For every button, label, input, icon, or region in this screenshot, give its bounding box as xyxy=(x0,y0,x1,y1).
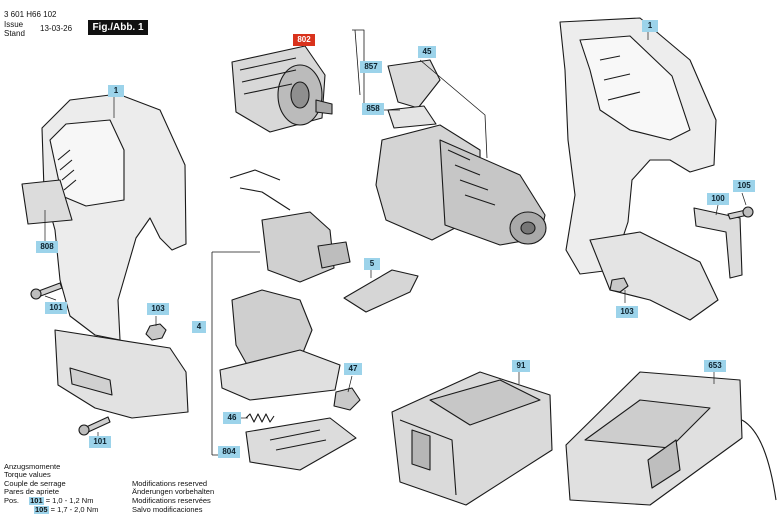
callout-91: 91 xyxy=(512,360,530,372)
modifications-es: Salvo modificaciones xyxy=(132,505,203,514)
callout-5: 5 xyxy=(364,258,380,270)
plate-858 xyxy=(387,105,437,129)
battery-pack-91 xyxy=(391,371,553,506)
torque-row-101: Pos. 101 = 1,0 - 1,2 Nm xyxy=(4,496,94,505)
callout-47: 47 xyxy=(344,363,362,375)
pos-label: Pos. xyxy=(4,496,20,505)
callout-46: 46 xyxy=(223,412,241,424)
contact-plate-804 xyxy=(245,417,357,471)
callout-858: 858 xyxy=(362,103,384,115)
charger-653 xyxy=(565,371,777,506)
housing-left-half xyxy=(41,93,189,419)
selector-857 xyxy=(387,59,441,109)
screw-101-lower xyxy=(78,416,111,436)
foil-808 xyxy=(21,179,73,225)
callout-103-right: 103 xyxy=(616,306,638,318)
callout-1-right: 1 xyxy=(642,20,658,32)
torque-heading-de: Anzugsmomente xyxy=(4,462,61,471)
modifications-de: Änderungen vorbehalten xyxy=(132,487,215,496)
modifications-fr: Modifications reservées xyxy=(132,496,211,505)
issue-label: Issue xyxy=(4,20,24,29)
belt-clip-100 xyxy=(693,207,743,279)
modifications-en: Modifications reserved xyxy=(132,479,208,488)
callout-45: 45 xyxy=(418,46,436,58)
gearbox-chuck-45 xyxy=(375,124,547,246)
torque-row-105: 105 = 1,7 - 2,0 Nm xyxy=(34,505,99,514)
screw-101-upper xyxy=(30,282,63,300)
torque-heading-fr: Couple de serrage xyxy=(4,479,66,488)
callout-802: 802 xyxy=(293,34,315,46)
callout-4: 4 xyxy=(192,321,206,333)
callout-808: 808 xyxy=(36,241,58,253)
callout-1-left: 1 xyxy=(108,85,124,97)
issue-date: 13-03-26 xyxy=(40,24,73,33)
nut-103-left xyxy=(145,323,167,341)
torque-value-101: = 1,0 - 1,2 Nm xyxy=(45,496,94,505)
motor-802 xyxy=(231,45,333,133)
nut-103-right xyxy=(609,277,629,293)
screw-105 xyxy=(727,206,754,220)
callout-101-upper: 101 xyxy=(45,302,67,314)
torque-value-105: = 1,7 - 2,0 Nm xyxy=(50,505,99,514)
callout-101-lower: 101 xyxy=(89,436,111,448)
part-47 xyxy=(333,387,361,411)
figure-label: Fig./Abb. 1 xyxy=(88,20,148,35)
drawing-number: 3 601 H66 102 xyxy=(4,10,57,19)
torque-heading-es: Pares de apriete xyxy=(4,487,60,496)
stand-label: Stand xyxy=(4,29,25,38)
callout-103-left: 103 xyxy=(147,303,169,315)
torque-part-101: 101 xyxy=(29,496,44,505)
callout-653: 653 xyxy=(704,360,726,372)
torque-heading-en: Torque values xyxy=(4,470,51,479)
callout-804: 804 xyxy=(218,446,240,458)
callout-100: 100 xyxy=(707,193,729,205)
switch-slide-5 xyxy=(343,269,419,313)
electronics-module-4 xyxy=(219,169,351,401)
callout-105: 105 xyxy=(733,180,755,192)
housing-right-half xyxy=(559,17,719,321)
torque-part-105: 105 xyxy=(34,505,49,514)
spring-46 xyxy=(245,413,275,423)
callout-857: 857 xyxy=(360,61,382,73)
